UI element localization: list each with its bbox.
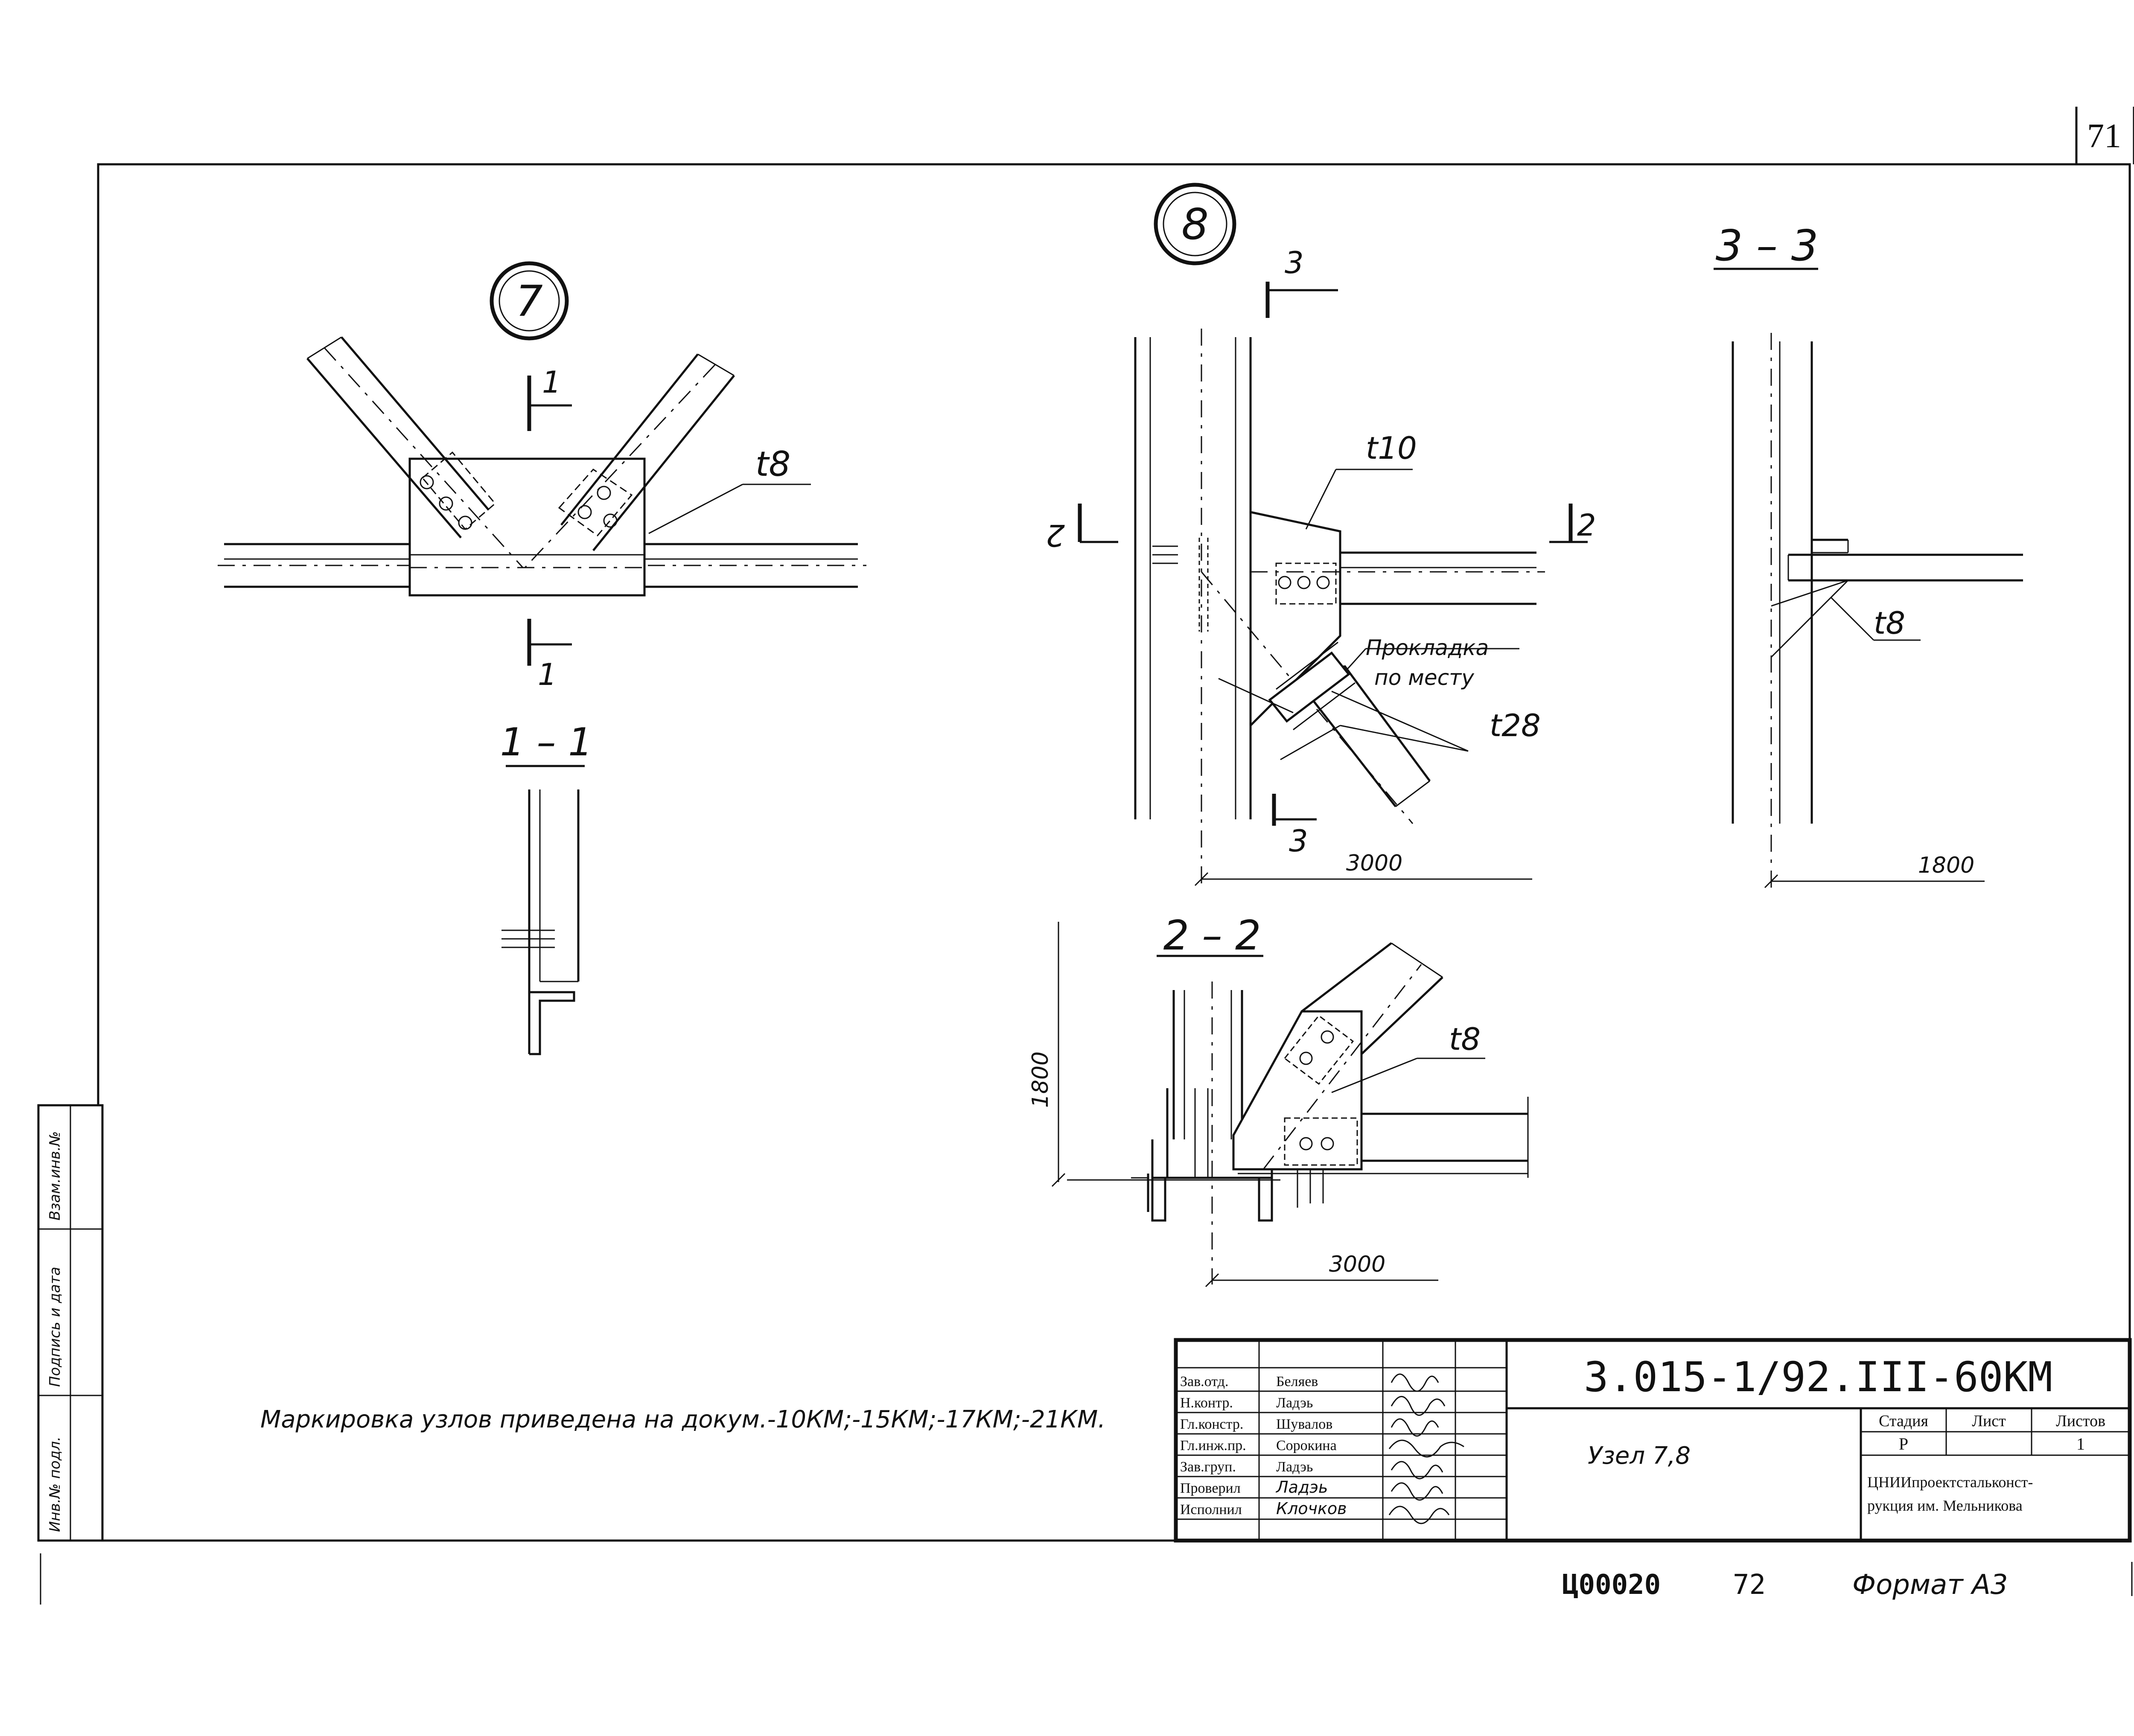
section-3-3-title: 3 – 3 xyxy=(1716,221,1819,271)
section-2-2-title: 2 – 2 xyxy=(1163,912,1261,959)
row-role: Зав.груп. xyxy=(1180,1459,1236,1475)
node-8-drawing: 8 t10 xyxy=(1046,183,1596,886)
row-role: Гл.констр. xyxy=(1180,1416,1243,1432)
side-stamp-cell-3: Инв.№ подл. xyxy=(47,1436,64,1532)
row-name: Беляев xyxy=(1276,1374,1318,1389)
stage-value: Р xyxy=(1899,1434,1908,1453)
title-block-row: Н.контр. Ладэь xyxy=(1180,1395,1313,1411)
title-block-row: Гл.инж.пр. Сорокина xyxy=(1180,1438,1337,1453)
section-2-2-drawing: 2 – 2 xyxy=(1028,912,1529,1287)
row-name: Сорокина xyxy=(1276,1438,1337,1453)
row-name: Ладэь xyxy=(1276,1395,1313,1411)
row-name: Клочков xyxy=(1276,1499,1347,1518)
node-8-dim-3000: 3000 xyxy=(1346,851,1402,876)
bottom-number: 72 xyxy=(1733,1569,1766,1601)
doc-code: 3.015-1/92.III-60КМ xyxy=(1584,1353,2052,1401)
row-name: Ладэь xyxy=(1275,1478,1328,1497)
sheet-header: Лист xyxy=(1972,1412,2006,1430)
title-block-row: Гл.констр. Шувалов xyxy=(1180,1416,1332,1432)
row-role: Зав.отд. xyxy=(1180,1374,1228,1389)
side-stamp: Взам.инв.№ Подпись и дата Инв.№ подл. xyxy=(37,1104,104,1542)
side-stamp-cell-2: Подпись и дата xyxy=(47,1267,64,1387)
section-2-2-plate-label: t8 xyxy=(1449,1021,1481,1057)
section-1-1-drawing: 1 – 1 xyxy=(500,720,593,1055)
title-block-row: Зав.отд. Беляев xyxy=(1180,1374,1318,1389)
node-8-cut2-right: 2 xyxy=(1577,508,1596,543)
page-number: 71 xyxy=(2087,117,2121,155)
row-role: Н.контр. xyxy=(1180,1395,1233,1411)
org-line-2: рукция им. Мельникова xyxy=(1867,1497,2023,1514)
side-stamp-cell-1: Взам.инв.№ xyxy=(47,1131,64,1220)
node-8-shim-line1: Прокладка xyxy=(1366,635,1489,660)
node-7-marker: 7 xyxy=(516,276,543,326)
node-8-cut2-left: 2 xyxy=(1046,518,1065,553)
sheet-frame: 71 xyxy=(97,107,2134,1542)
section-1-1-title: 1 – 1 xyxy=(500,720,593,765)
sheet-note: Маркировка узлов приведена на докум.-10К… xyxy=(260,1406,1105,1433)
section-3-3-dim-1800: 1800 xyxy=(1918,853,1974,878)
title-block-row-lines xyxy=(1176,1367,1507,1520)
bottom-code: Ц00020 xyxy=(1562,1569,1661,1601)
node-7-cut-bottom: 1 xyxy=(538,657,557,692)
node-8-cut3-bottom: 3 xyxy=(1289,824,1308,859)
section-2-2-dim-1800: 1800 xyxy=(1028,1052,1053,1108)
row-name: Шувалов xyxy=(1276,1416,1332,1432)
title-block: Зав.отд. Беляев Н.контр. Ладэь Гл.констр… xyxy=(1174,1338,2132,1543)
format-label: Формат А3 xyxy=(1852,1569,2008,1601)
section-3-3-drawing: 3 – 3 t8 1800 xyxy=(1714,221,2023,888)
node-8-plate-t10: t10 xyxy=(1366,430,1417,466)
row-role: Гл.инж.пр. xyxy=(1180,1438,1246,1453)
signature-scribbles xyxy=(1388,1373,1464,1524)
node-7-cut-top: 1 xyxy=(542,365,561,400)
row-role: Проверил xyxy=(1180,1480,1241,1496)
title-block-row: Зав.груп. Ладэь xyxy=(1180,1459,1313,1475)
org-line-1: ЦНИИпроектстальконст- xyxy=(1867,1474,2033,1491)
section-3-3-plate-label: t8 xyxy=(1874,605,1905,641)
node-8-shim-line2: по месту xyxy=(1374,665,1475,690)
sheet-title: Узел 7,8 xyxy=(1588,1442,1691,1470)
node-8-marker: 8 xyxy=(1181,199,1209,249)
node-7-plate-label: t8 xyxy=(755,444,790,484)
node-7-drawing: 7 xyxy=(218,261,866,692)
sheets-value: 1 xyxy=(2076,1434,2085,1453)
stage-header: Стадия xyxy=(1879,1412,1928,1430)
title-block-row: Исполнил Клочков xyxy=(1180,1499,1347,1518)
row-name: Ладэь xyxy=(1276,1459,1313,1475)
sheet-footer: Ц00020 72 Формат А3 xyxy=(40,1553,2133,1605)
sheets-header: Листов xyxy=(2056,1412,2105,1430)
node-8-plate-t28: t28 xyxy=(1490,708,1541,743)
title-block-row: Проверил Ладэь xyxy=(1180,1478,1328,1497)
node-8-cut3-top: 3 xyxy=(1285,245,1304,280)
row-role: Исполнил xyxy=(1180,1502,1242,1518)
section-2-2-dim-3000: 3000 xyxy=(1329,1252,1385,1277)
